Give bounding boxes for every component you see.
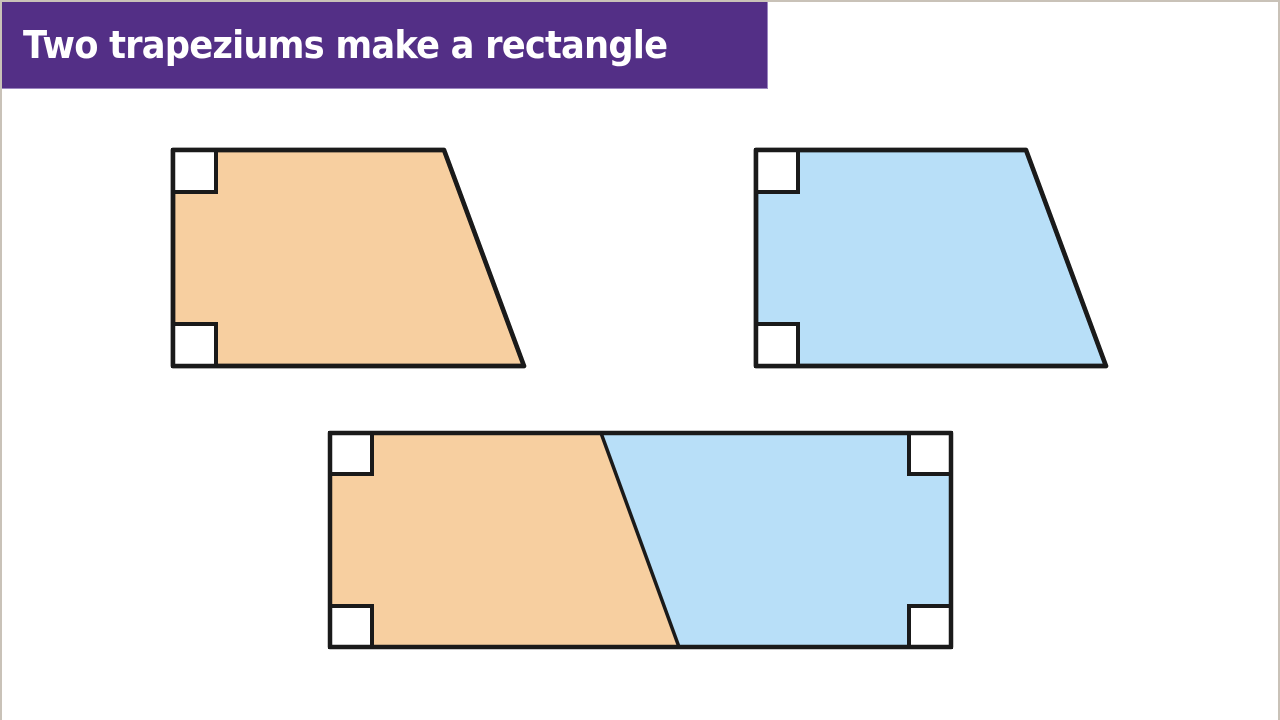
trapezium-orange-outline (170, 147, 527, 369)
rectangle-outline (327, 430, 954, 650)
trapezium-blue (753, 147, 1109, 369)
page-title: Two trapeziums make a rectangle (23, 23, 668, 67)
trapezium-blue-outline (753, 147, 1109, 369)
rectangle-orange-part (330, 433, 679, 647)
title-banner: Two trapeziums make a rectangle (2, 2, 768, 89)
right-angle-marker-bottom-left (171, 322, 218, 368)
trapezium-blue-shape (753, 147, 1109, 369)
combined-rectangle (327, 430, 954, 650)
trapezium-orange-shape (170, 147, 527, 369)
trapezium-orange (170, 147, 527, 369)
right-angle-marker-top-left (328, 431, 374, 476)
right-angle-marker-top-left (171, 148, 218, 194)
right-angle-marker-bottom-left (754, 322, 800, 368)
right-angle-marker-bottom-left (328, 604, 374, 649)
rectangle-blue-part (601, 433, 951, 647)
right-angle-marker-top-left (754, 148, 800, 194)
rectangle-divider-line (599, 432, 681, 648)
right-angle-marker-top-right (907, 431, 953, 476)
right-angle-marker-bottom-right (907, 604, 953, 649)
